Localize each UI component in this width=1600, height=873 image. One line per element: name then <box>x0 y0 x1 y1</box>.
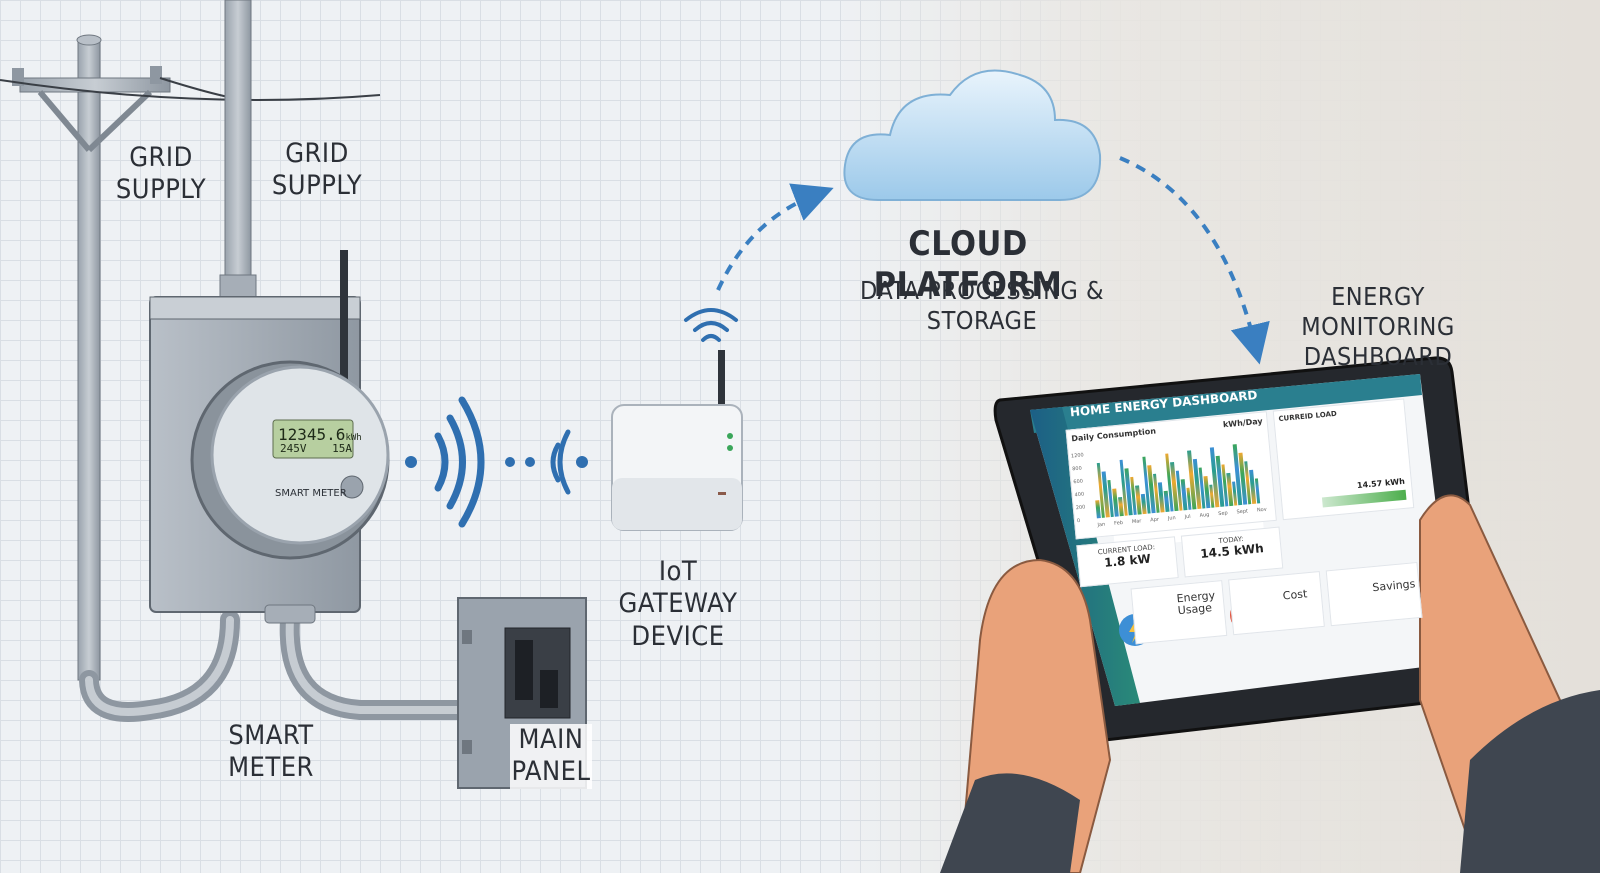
label-grid-supply-right: GRID SUPPLY <box>271 138 363 202</box>
tablet-screen-content: HOME ENERGY DASHBOARD Daily Consumption … <box>1063 370 1429 649</box>
x-tick-label: Aug <box>1199 511 1210 519</box>
y-tick-label: 1200 <box>1070 452 1085 460</box>
label-grid-supply-left: GRID SUPPLY <box>115 142 207 206</box>
hands <box>940 494 1600 873</box>
y-tick-label: 600 <box>1073 478 1084 486</box>
x-tick-label: Jan <box>1097 521 1106 529</box>
label-iot-gateway: IoT GATEWAY DEVICE <box>618 556 738 652</box>
x-tick-label: Mar <box>1131 518 1142 526</box>
label-cloud-subtitle: DATA PROCESSING & STORAGE <box>859 276 1105 335</box>
smart-meter-dial <box>190 360 390 560</box>
donut-value: 14.57 kWh <box>1356 476 1406 491</box>
meter-fitting <box>264 604 316 624</box>
utility-pole <box>12 34 171 681</box>
load-progress-bar <box>1321 489 1407 508</box>
cloud-icon <box>843 69 1102 201</box>
gateway-antenna-waves <box>684 308 738 342</box>
gateway-signal-waves <box>550 429 571 495</box>
x-tick-label: Jun <box>1167 515 1176 522</box>
conduit-loop <box>79 610 240 722</box>
conduit-to-panel-highlight <box>285 616 469 714</box>
label-smart-meter: SMART METER <box>228 720 314 784</box>
meter-face-label: SMART METER <box>275 488 347 499</box>
y-tick-label: 0 <box>1076 517 1081 525</box>
meter-voltage: 245V <box>280 442 307 455</box>
current-load-card: CURREID LOAD 14.57 kWh <box>1272 398 1415 521</box>
y-tick-label: 800 <box>1071 465 1083 473</box>
arrow-to-dashboard <box>1119 156 1270 365</box>
meter-voltage-current: 245V 15A <box>280 442 352 455</box>
meter-reading: 12345.6kWh <box>278 425 362 444</box>
y-tick-label: 200 <box>1075 504 1086 512</box>
chart-y-ticks: 1200 800 600 400 200 0 <box>1071 449 1091 528</box>
meter-reading-value: 12345.6 <box>278 425 346 444</box>
arrow-to-cloud <box>716 183 834 291</box>
tile-savings[interactable]: Savings <box>1325 561 1423 627</box>
riser-conduit <box>219 0 257 301</box>
label-main-panel: MAIN PANEL <box>510 724 592 789</box>
x-tick-label: Sept <box>1236 508 1249 516</box>
x-tick-label: Sep <box>1218 510 1228 518</box>
label-energy-dashboard: ENERGY MONITORING DASHBOARD <box>1301 282 1455 371</box>
x-tick-label: Feb <box>1113 519 1124 527</box>
x-tick-label: Nov <box>1256 506 1267 514</box>
meter-signal-waves <box>434 396 485 528</box>
label-cloud-platform: CLOUD PLATFORM <box>873 224 1063 305</box>
x-tick-label: Jul <box>1184 513 1191 521</box>
donut-title: CURREID LOAD <box>1278 409 1338 424</box>
tile-energy-usage[interactable]: Energy Usage <box>1130 580 1228 645</box>
y-tick-label: 400 <box>1074 491 1085 499</box>
x-tick-label: Apr <box>1150 516 1160 524</box>
tile-cost[interactable]: Cost <box>1228 571 1325 636</box>
data-dots <box>405 456 588 468</box>
consumption-card: Daily Consumption kWh/Day 1200 800 600 400 2… <box>1065 411 1277 540</box>
today-stat: TODAY: 14.5 kWh <box>1180 526 1284 578</box>
iot-gateway-box <box>611 350 743 531</box>
current-load-stat: CURRENT LOAD: 1.8 kW <box>1076 536 1179 588</box>
conduit-loop-highlight <box>85 616 234 716</box>
chart-title: Daily Consumption <box>1071 426 1157 444</box>
meter-reading-unit: kWh <box>345 433 362 443</box>
meter-current: 15A <box>332 442 352 455</box>
chart-unit: kWh/Day <box>1222 416 1264 430</box>
chart-bars <box>1091 439 1266 519</box>
